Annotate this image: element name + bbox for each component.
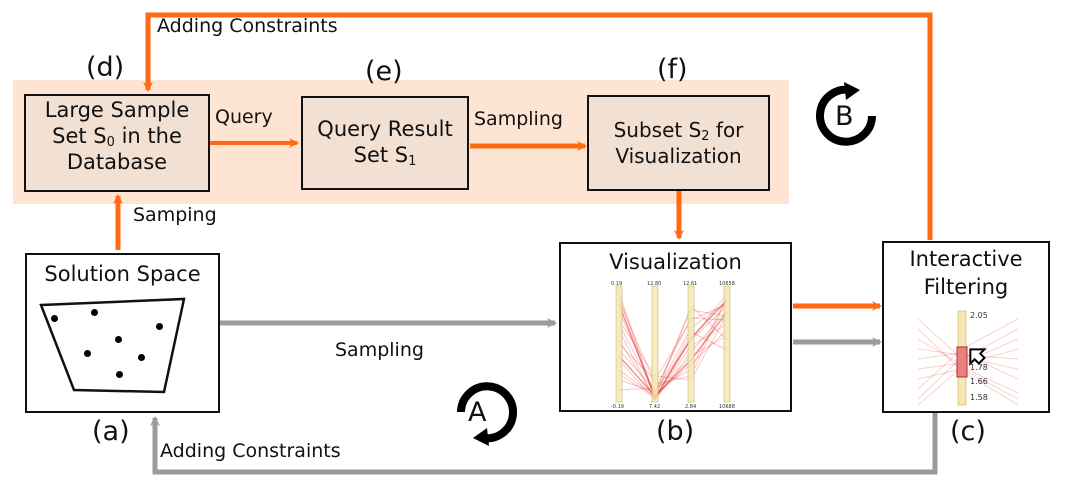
filter-tick-label: 2.05 [970, 311, 988, 320]
top-loop-label: Adding Constraints [157, 15, 338, 37]
axis-top-label: 10658 [719, 281, 735, 287]
node-a-title: Solution Space [44, 262, 201, 286]
axis-top-label: 12.80 [647, 281, 662, 287]
node-e-line2: Set S1 [353, 143, 417, 169]
sampling-ab-label: Sampling [335, 339, 424, 361]
loop-b-label: B [835, 101, 854, 132]
node-f-line1: Subset S2 for [613, 118, 744, 144]
query-label: Query [215, 106, 273, 128]
node-c-line2: Filtering [923, 275, 1009, 299]
node-a-tag: (a) [92, 416, 130, 447]
sampling-ad-label: Samping [133, 204, 217, 226]
node-e-box: Query Result Set S1 [301, 96, 469, 190]
axis-top-label: 12.61 [683, 281, 698, 287]
sample-point [51, 315, 58, 322]
loop-a-icon [457, 382, 517, 446]
axis-bottom-label: 7.42 [649, 404, 661, 410]
node-d-line1: Large Sample [44, 98, 190, 122]
node-d-line3: Database [66, 150, 168, 174]
node-e-line1: Query Result [317, 117, 453, 141]
node-d-tag: (d) [86, 52, 125, 83]
node-b-box: Visualization [559, 242, 792, 412]
node-b-tag: (b) [656, 416, 695, 447]
node-c-line1: Interactive [909, 247, 1023, 271]
filter-axis-plot [918, 310, 1018, 406]
node-d-box: Large Sample Set S0 in the Database [24, 94, 210, 192]
parallel-coordinates-plot [615, 285, 731, 403]
loop-a-label: A [468, 397, 487, 428]
node-f-line2: Visualization [615, 144, 742, 168]
node-f-box: Subset S2 for Visualization [587, 95, 770, 191]
sample-point [116, 371, 123, 378]
node-f-tag: (f) [657, 54, 688, 85]
node-b-title: Visualization [609, 250, 742, 274]
loop-b-icon [816, 82, 876, 146]
top-feedback-arrow [143, 12, 933, 240]
sample-point [84, 350, 91, 357]
sampling-ef-label: Sampling [474, 108, 563, 130]
sample-point [115, 336, 122, 343]
node-d-line2: Set S0 in the [52, 124, 182, 150]
solution-space-shape [39, 297, 186, 394]
node-a-box: Solution Space [25, 253, 220, 413]
sample-point [138, 354, 145, 361]
axis-bottom-label: -0.19 [611, 404, 624, 410]
node-e-tag: (e) [365, 56, 403, 87]
axis-top-label: 0.19 [611, 281, 623, 287]
sample-point [91, 309, 98, 316]
filter-tick-label: 1.78 [970, 363, 988, 372]
axis-bottom-label: 10688 [719, 404, 735, 410]
node-c-box: Interactive Filtering 2.05 1.78 1.66 1.5… [882, 241, 1050, 413]
axis-bottom-label: 2.84 [685, 404, 697, 410]
sample-point [156, 323, 163, 330]
filter-tick-label: 1.58 [970, 393, 988, 402]
bottom-feedback-arrow [150, 413, 938, 475]
bottom-loop-label: Adding Constraints [160, 440, 341, 462]
filter-tick-label: 1.66 [970, 377, 988, 386]
node-c-tag: (c) [950, 416, 986, 447]
